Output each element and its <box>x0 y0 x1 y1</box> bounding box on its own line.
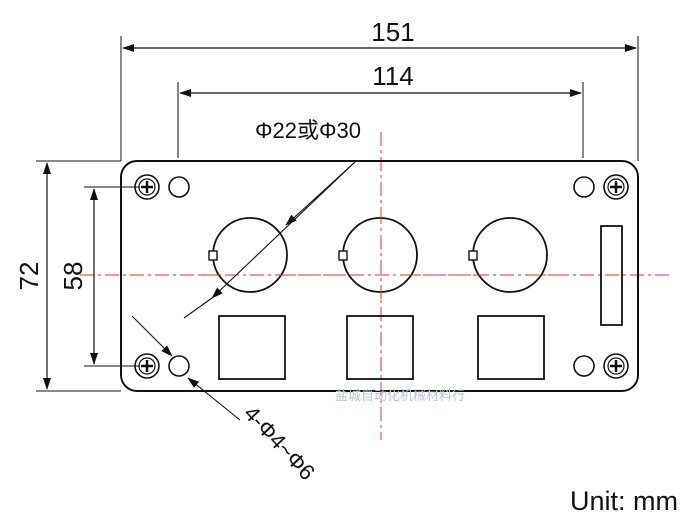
dimension-151-label: 151 <box>371 17 414 47</box>
dimension-114-label: 114 <box>372 61 413 91</box>
unit-label: Unit: mm <box>570 486 678 516</box>
button-hole-3 <box>468 217 548 293</box>
mount-hole-top-right <box>573 176 595 198</box>
dimension-151: 151 <box>120 17 639 161</box>
mount-hole-leader <box>131 315 241 421</box>
screw-top-right <box>603 174 629 200</box>
dimension-58-label: 58 <box>58 262 88 291</box>
mount-hole-top-left <box>168 176 190 198</box>
label-window-3 <box>477 315 545 380</box>
dimension-72: 72 <box>14 160 121 392</box>
vertical-slot <box>600 225 623 326</box>
dimension-114: 114 <box>177 61 584 158</box>
label-window-2 <box>346 315 414 380</box>
button-hole-diameter-label: Φ22或Φ30 <box>255 118 361 143</box>
dimension-58: 58 <box>58 186 140 367</box>
button-hole-2 <box>338 217 418 293</box>
mount-hole-spec-label: 4-Φ4~Φ6 <box>239 401 320 485</box>
panel-outline <box>120 160 639 392</box>
mount-hole-bottom-left <box>168 355 190 377</box>
dimension-72-label: 72 <box>14 262 44 291</box>
button-hole-1 <box>208 217 288 293</box>
mount-hole-bottom-right <box>573 355 595 377</box>
screw-bottom-left <box>134 353 160 379</box>
screw-top-left <box>134 174 160 200</box>
button-hole-leader <box>183 161 356 319</box>
screw-bottom-right <box>603 353 629 379</box>
watermark-text: 盐城自动化机械材料行 <box>335 388 465 403</box>
label-window-1 <box>218 315 286 380</box>
